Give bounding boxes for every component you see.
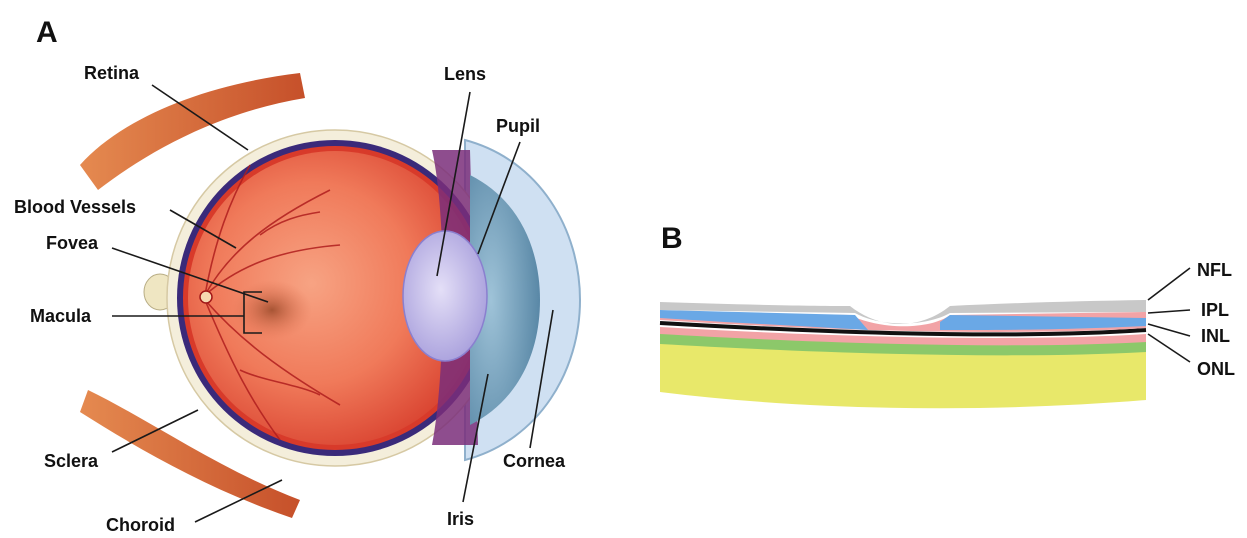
- label-lens: Lens: [444, 64, 486, 84]
- label-onl: ONL: [1197, 359, 1235, 379]
- label-sclera: Sclera: [44, 451, 99, 471]
- panel-b-letter: B: [661, 222, 683, 255]
- label-ipl: IPL: [1201, 300, 1229, 320]
- label-blood-vessels: Blood Vessels: [14, 197, 136, 217]
- label-macula: Macula: [30, 306, 92, 326]
- onl-leader: [1148, 334, 1190, 362]
- label-fovea: Fovea: [46, 233, 99, 253]
- label-nfl: NFL: [1197, 260, 1232, 280]
- label-choroid: Choroid: [106, 515, 175, 535]
- label-pupil: Pupil: [496, 116, 540, 136]
- nfl-leader: [1148, 268, 1190, 300]
- label-cornea: Cornea: [503, 451, 566, 471]
- optic-disc: [200, 291, 212, 303]
- inl-leader: [1148, 324, 1190, 336]
- panel-a: A: [14, 16, 580, 535]
- label-iris: Iris: [447, 509, 474, 529]
- panel-b: B NFL IPL INL ONL: [660, 222, 1235, 408]
- ipl-leader: [1148, 310, 1190, 313]
- lens-shape: [403, 231, 487, 361]
- panel-a-letter: A: [36, 16, 58, 49]
- label-inl: INL: [1201, 326, 1230, 346]
- label-retina: Retina: [84, 63, 140, 83]
